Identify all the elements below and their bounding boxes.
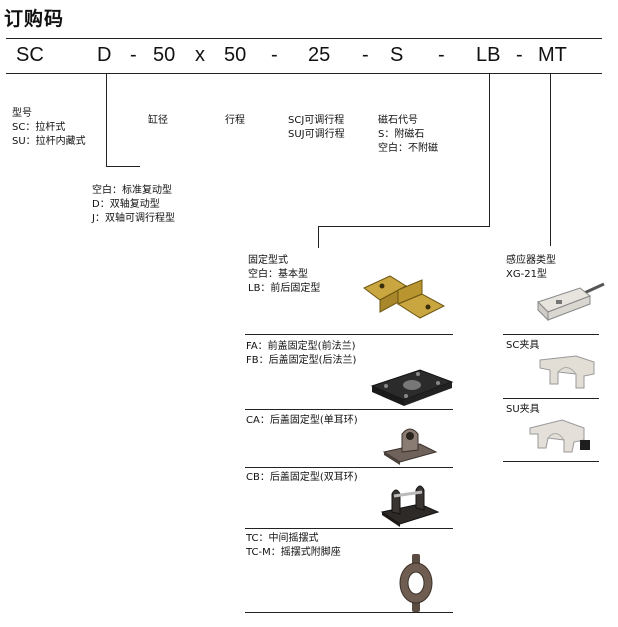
adjust-legend: SCJ可调行程 SUJ可调行程 [288, 114, 345, 142]
adjust-option-scj: SCJ可调行程 [288, 115, 345, 126]
sensor-legend: 感应器类型 XG-21型 [506, 254, 556, 282]
su-clamp-image [529, 419, 590, 453]
mount-tc-legend: TC：中间摇摆式 TC-M：摇摆式附脚座 [246, 532, 341, 560]
code-bore: 50 [153, 44, 176, 66]
page-title: 订购码 [4, 8, 65, 30]
mount-option-basic: 空白：基本型 [248, 269, 308, 280]
code-dash-4: - [438, 44, 445, 66]
model-option-su: SU：拉杆内藏式 [12, 136, 86, 147]
sensor-divider-2 [503, 398, 599, 399]
sensor-divider-3 [503, 461, 599, 462]
magnet-legend: 磁石代号 S：附磁石 空白：不附磁 [378, 114, 438, 156]
connector-mount-vertical [489, 74, 490, 226]
code-dash-2: - [271, 44, 278, 66]
code-top-rule [6, 38, 602, 39]
mount-divider-2 [245, 409, 453, 410]
model-option-sc: SC：拉杆式 [12, 122, 66, 133]
connector-mount-drop [318, 226, 319, 248]
code-dash-3: - [362, 44, 369, 66]
code-bottom-rule [6, 73, 602, 74]
mount-cb-legend: CB：后盖固定型(双耳环) [246, 471, 358, 485]
mount-option-tcm: TC-M：摇摆式附脚座 [246, 547, 341, 558]
sc-clamp-image [539, 355, 595, 389]
code-dash-1: - [130, 44, 137, 66]
mount-option-ca: CA：后盖固定型(单耳环) [246, 415, 358, 426]
trunnion-image [399, 554, 433, 612]
code-magnet: S [390, 44, 404, 66]
mount-option-tc: TC：中间摇摆式 [246, 533, 319, 544]
mount-option-fa: FA：前盖固定型(前法兰) [246, 341, 356, 352]
sensor-model: XG-21型 [506, 269, 547, 280]
model-title: 型号 [12, 108, 32, 119]
code-mount: LB [476, 44, 501, 66]
mount-basic-legend: 固定型式 空白：基本型 LB：前后固定型 [248, 254, 320, 296]
mount-option-cb: CB：后盖固定型(双耳环) [246, 472, 358, 483]
connector-mount-horizontal [318, 226, 490, 227]
connector-sensor-vertical [550, 74, 551, 246]
code-d: D [97, 44, 112, 66]
code-adjust: 25 [308, 44, 331, 66]
mount-option-lb: LB：前后固定型 [248, 283, 321, 294]
mount-divider-5 [245, 612, 453, 613]
mount-divider-3 [245, 467, 453, 468]
connector-action-horizontal [106, 166, 140, 167]
magnet-title: 磁石代号 [378, 115, 418, 126]
action-option-standard: 空白：标准复动型 [92, 185, 172, 196]
magnet-option-s: S：附磁石 [378, 129, 425, 140]
action-option-j: J：双轴可调行程型 [92, 213, 175, 224]
magnet-option-none: 空白：不附磁 [378, 143, 438, 154]
sc-clamp-label: SC夹具 [506, 340, 540, 351]
sensor-title: 感应器类型 [506, 255, 556, 266]
mount-divider-1 [245, 334, 453, 335]
mount-divider-4 [245, 528, 453, 529]
mount-ca-legend: CA：后盖固定型(单耳环) [246, 414, 358, 428]
single-clevis-image [382, 428, 438, 465]
sensor-switch-image [537, 282, 605, 322]
code-dash-5: - [516, 44, 523, 66]
bore-label: 缸径 [148, 115, 168, 126]
su-clamp-label: SU夹具 [506, 404, 540, 415]
connector-action-vertical [106, 74, 107, 166]
flange-plate-image [370, 369, 454, 406]
lb-foot-bracket-image [363, 275, 446, 319]
stroke-label: 行程 [225, 115, 245, 126]
code-sensor: MT [538, 44, 567, 66]
mount-flange-legend: FA：前盖固定型(前法兰) FB：后盖固定型(后法兰) [246, 340, 356, 368]
mount-title: 固定型式 [248, 255, 288, 266]
mount-option-fb: FB：后盖固定型(后法兰) [246, 355, 357, 366]
adjust-option-suj: SUJ可调行程 [288, 129, 345, 140]
code-sc: SC [16, 44, 44, 66]
double-clevis-image [380, 485, 440, 527]
action-option-d: D：双轴复动型 [92, 199, 160, 210]
model-legend: 型号 SC：拉杆式 SU：拉杆内藏式 [12, 107, 86, 149]
sensor-divider-1 [503, 334, 599, 335]
action-legend: 空白：标准复动型 D：双轴复动型 J：双轴可调行程型 [92, 184, 175, 226]
code-x: x [195, 44, 205, 66]
code-stroke: 50 [224, 44, 247, 66]
